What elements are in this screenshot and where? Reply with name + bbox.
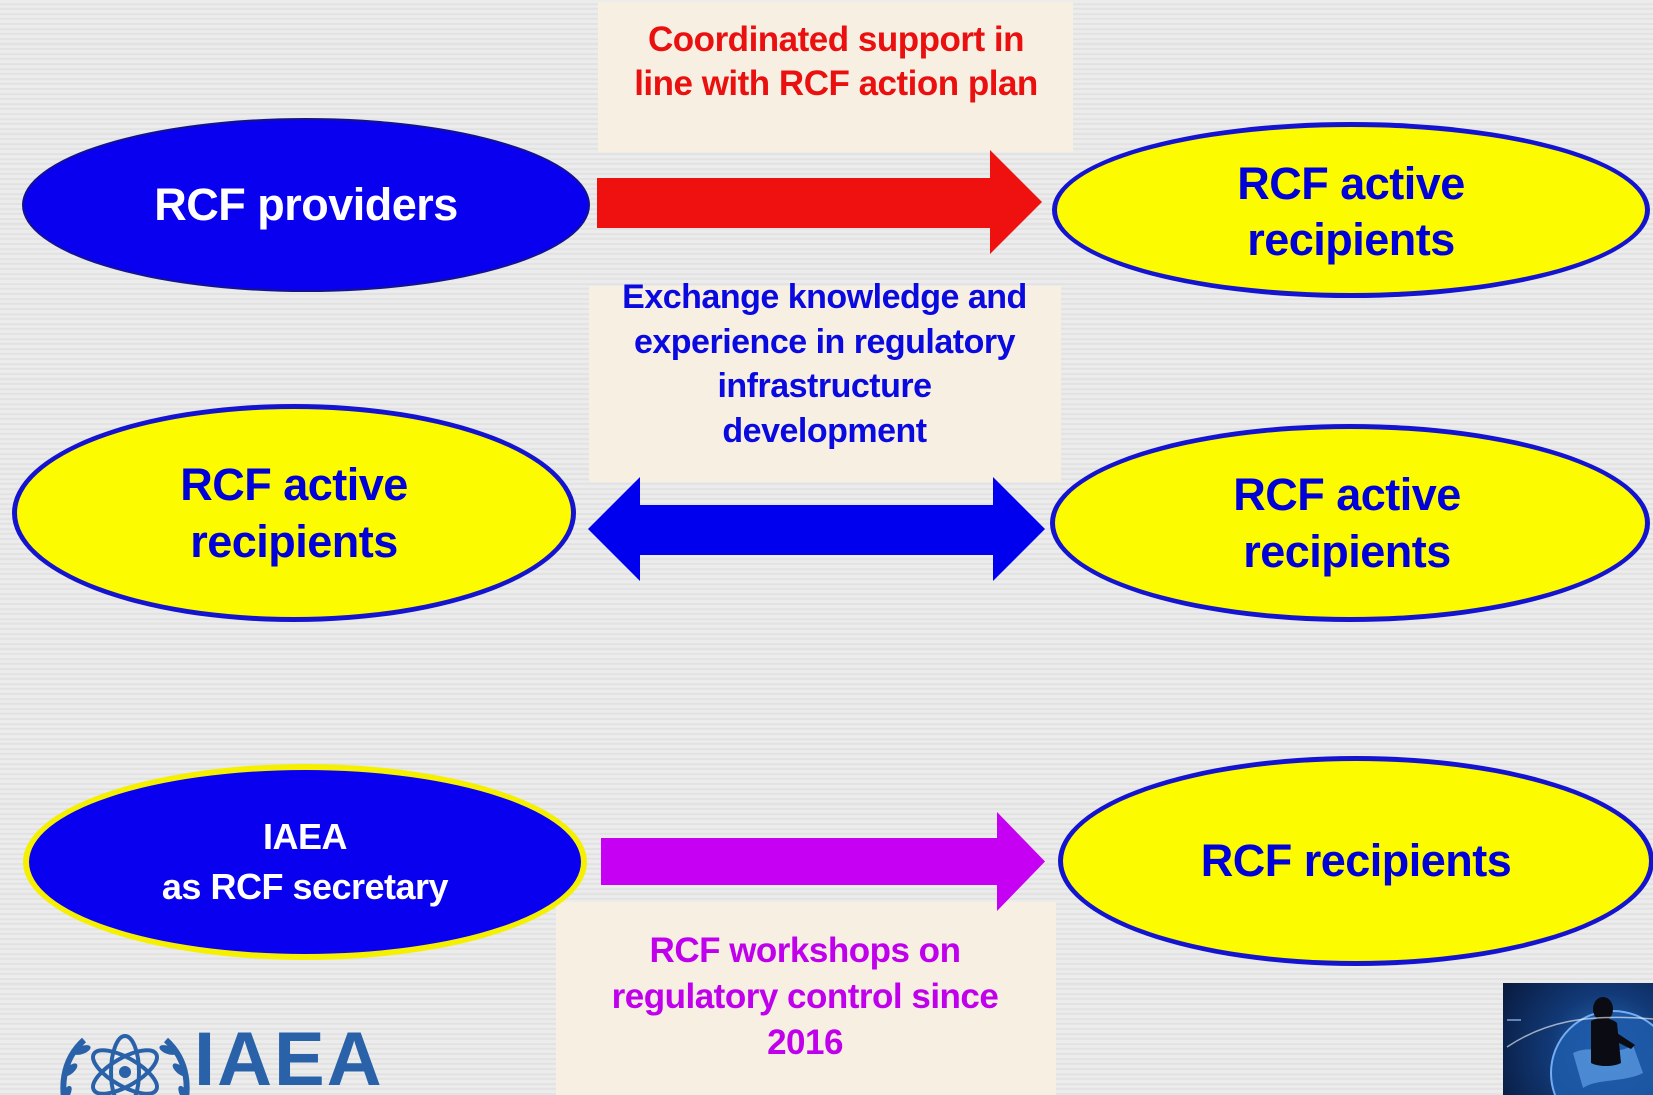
corner-photo	[1503, 983, 1653, 1095]
node-rcf-providers: RCF providers	[22, 118, 590, 292]
node-rcf-active-recipients-right-label: RCF active recipients	[1233, 469, 1461, 577]
workshops-label: RCF workshops on regulatory control sinc…	[611, 931, 999, 1062]
node-rcf-recipients-label: RCF recipients	[1200, 835, 1512, 886]
support-arrow-shape	[597, 150, 1042, 254]
exchange-label: Exchange knowledge and experience in reg…	[622, 278, 1027, 450]
support-label-box	[598, 2, 1073, 152]
node-rcf-active-recipients-left: RCF active recipients	[12, 404, 576, 622]
workshop-arrow-shape	[601, 812, 1045, 911]
workshops-label-box	[556, 902, 1056, 1095]
support-arrow	[597, 150, 1042, 254]
node-rcf-providers-label: RCF providers	[154, 179, 458, 230]
node-rcf-active-recipients-left-label: RCF active recipients	[180, 459, 408, 567]
exchange-double-arrow	[588, 477, 1045, 581]
node-iaea-secretary-text: IAEA as RCF secretary	[161, 812, 449, 912]
workshop-arrow	[601, 812, 1045, 911]
exchange-double-arrow-shape	[588, 477, 1045, 581]
node-rcf-active-recipients-top-label: RCF active recipients	[1237, 158, 1465, 265]
iaea-logo: IAEA	[44, 1018, 384, 1095]
support-label: Coordinated support in line with RCF act…	[634, 20, 1038, 103]
node-rcf-active-recipients-top: RCF active recipients	[1052, 122, 1650, 298]
node-rcf-active-recipients-right: RCF active recipients	[1050, 424, 1650, 622]
node-iaea-role-label: as RCF secretary	[161, 866, 449, 907]
node-iaea-secretary: IAEA as RCF secretary	[23, 764, 587, 960]
node-iaea-label: IAEA	[262, 816, 348, 857]
iaea-logo-text: IAEA	[194, 1018, 384, 1095]
exchange-label-box	[589, 286, 1061, 482]
iaea-atom-laurel-icon	[60, 1034, 190, 1095]
node-rcf-recipients: RCF recipients	[1058, 756, 1653, 966]
globe-person-icon	[1506, 997, 1653, 1095]
